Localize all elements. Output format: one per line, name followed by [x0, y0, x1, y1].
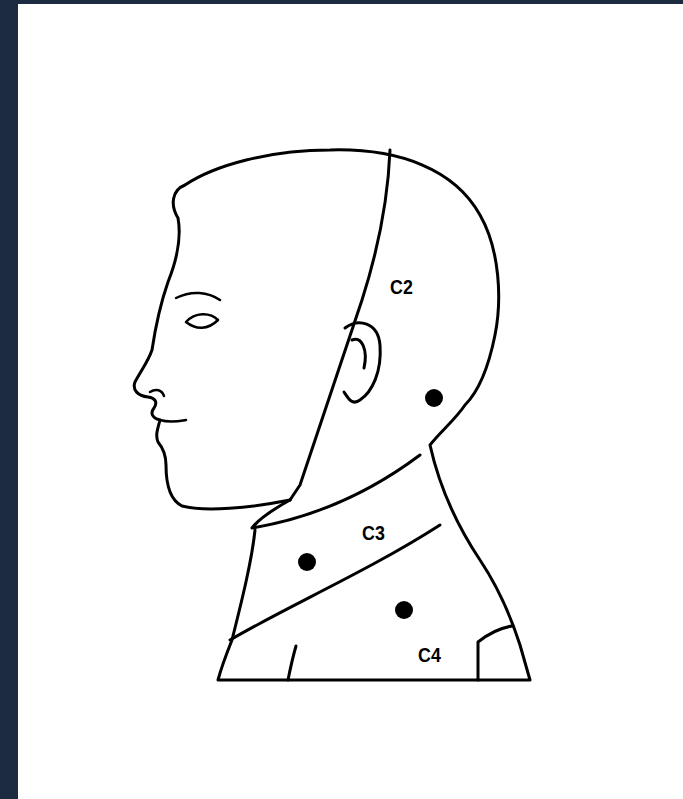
white-panel	[18, 4, 683, 799]
sensory-point	[395, 601, 413, 619]
sensory-point	[298, 553, 316, 571]
nostril	[150, 390, 164, 396]
body-outline	[134, 150, 530, 680]
dermatome-label: C4	[418, 644, 441, 665]
eye	[186, 314, 218, 328]
dermatome-label: C2	[390, 276, 413, 297]
eyebrow	[176, 293, 220, 300]
shoulder-mark	[478, 626, 512, 680]
dermatome-label: C3	[362, 522, 385, 543]
clavicle-mark	[288, 646, 296, 680]
dermatome-boundary	[252, 455, 420, 528]
mouth	[160, 420, 186, 422]
dermatome-boundary	[230, 525, 440, 640]
sensory-point	[425, 389, 443, 407]
dermatome-boundary	[290, 150, 390, 500]
ear	[344, 323, 380, 402]
